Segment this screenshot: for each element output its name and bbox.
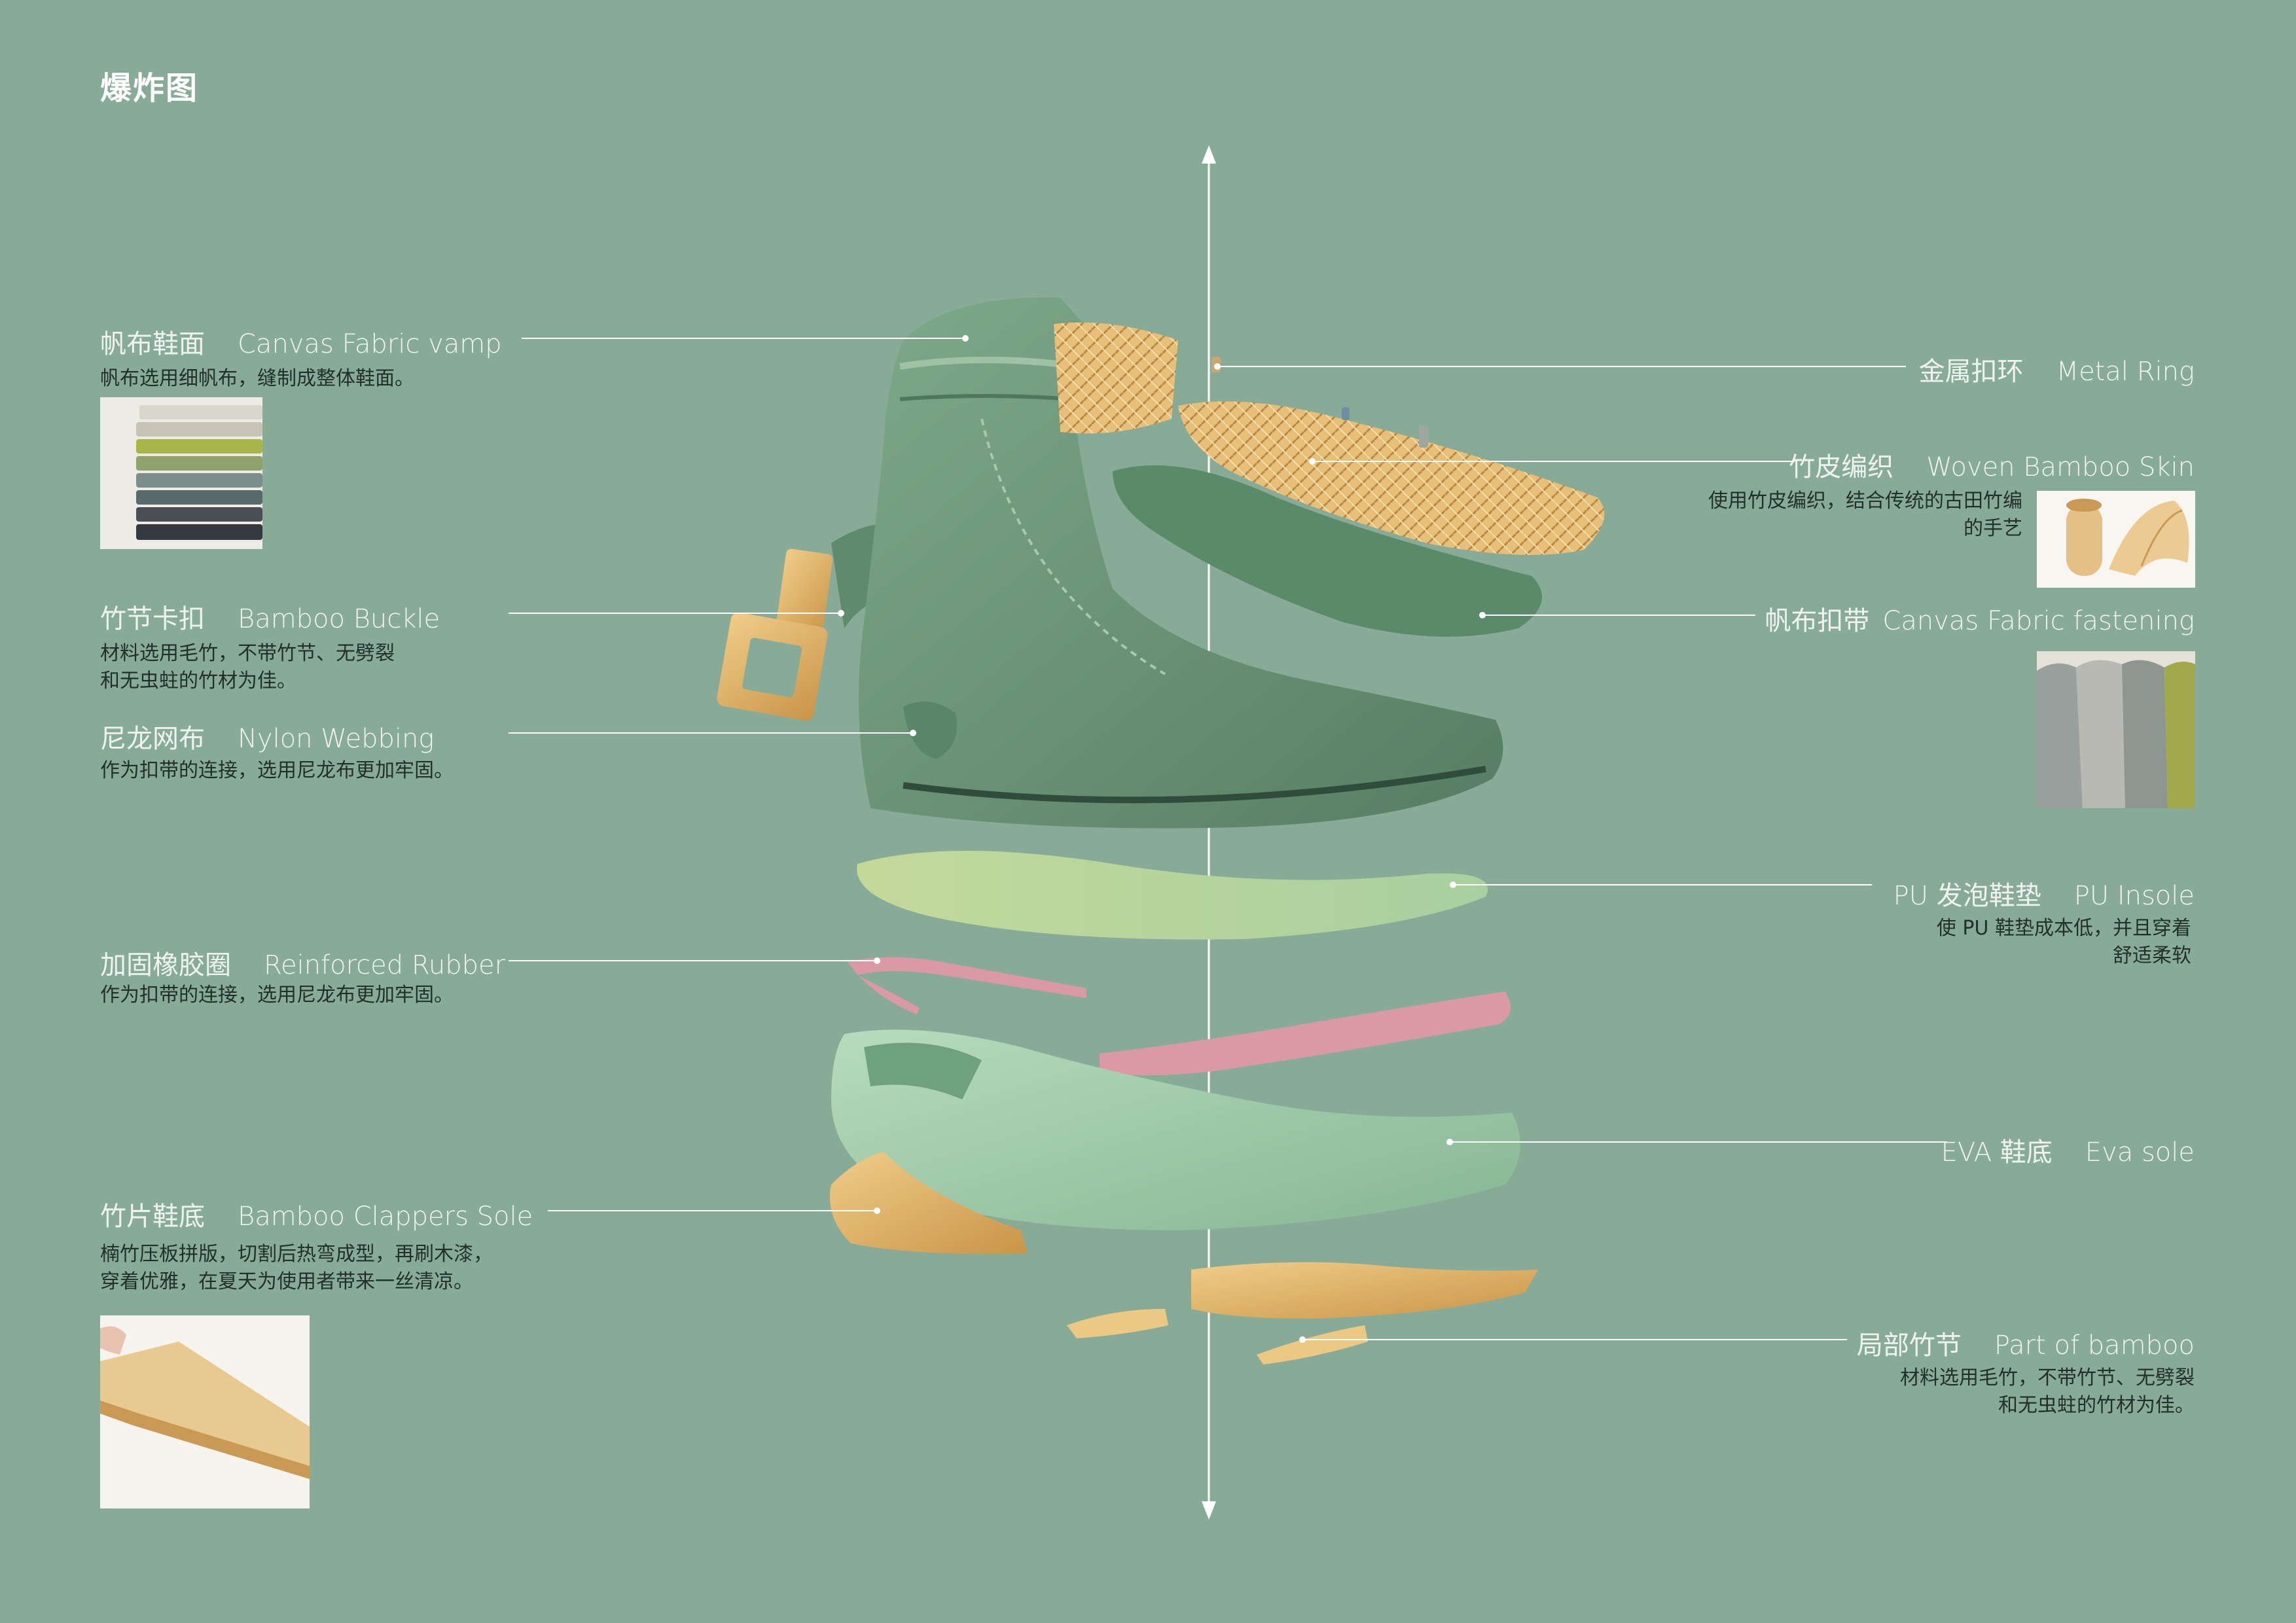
label-en: Canvas Fabric vamp — [238, 329, 502, 359]
eva-sole-heel-cup — [864, 1043, 982, 1099]
page-title: 爆炸图 — [100, 70, 199, 107]
label-cn: 帆布鞋面 — [100, 329, 205, 359]
label-nylon-webbing: 尼龙网布 Nylon Webbing — [100, 717, 434, 755]
desc-woven-bamboo-skin: 使用竹皮编织，结合传统的古田竹编 的手艺 — [1708, 488, 2022, 543]
label-eva-sole: EVA 鞋底 Eva sole — [1941, 1131, 2195, 1169]
canvas-fabric-swatch-photo — [2037, 651, 2195, 808]
desc-bamboo-clappers-sole: 楠竹压板拼版，切割后热弯成型，再刷木漆， 穿着优雅，在夏天为使用者带来一丝清凉。 — [100, 1241, 493, 1296]
desc-part-of-bamboo: 材料选用毛竹，不带竹节、无劈裂 和无虫蛀的竹材为佳。 — [1900, 1364, 2195, 1419]
desc-line: 和无虫蛀的竹材为佳。 — [100, 669, 296, 692]
desc-canvas-fabric-vamp: 帆布选用细帆布，缝制成整体鞋面。 — [100, 365, 414, 393]
fabric-stack-photo — [100, 397, 262, 549]
bamboo-clappers-sole-part — [830, 1152, 1538, 1319]
desc-nylon-webbing: 作为扣带的连接，选用尼龙布更加牢固。 — [100, 757, 454, 785]
label-cn: 局部竹节 — [1856, 1330, 1962, 1361]
label-en: Bamboo Buckle — [238, 604, 440, 634]
eva-sole-part — [831, 1029, 1520, 1230]
label-metal-ring: 金属扣环 Metal Ring — [1919, 350, 2195, 388]
label-en: Nylon Webbing — [238, 724, 435, 754]
nylon-webbing-loop — [903, 702, 957, 759]
label-bamboo-buckle: 竹节卡扣 Bamboo Buckle — [100, 597, 440, 635]
label-part-of-bamboo: 局部竹节 Part of bamboo — [1857, 1324, 2195, 1362]
part-of-bamboo-part — [1067, 1309, 1368, 1364]
label-cn: 金属扣环 — [1918, 357, 2024, 387]
desc-line: 舒适柔软 — [2113, 944, 2191, 967]
arrow-down-icon — [1202, 1501, 1216, 1520]
desc-line: 作为扣带的连接，选用尼龙布更加牢固。 — [100, 984, 454, 1007]
bamboo-roll-photo — [2037, 491, 2195, 588]
label-cn: PU 发泡鞋垫 — [1893, 881, 2041, 911]
desc-line: 和无虫蛀的竹材为佳。 — [1998, 1394, 2195, 1417]
vertical-axis — [1202, 145, 1216, 1520]
bamboo-board-photo — [100, 1315, 310, 1508]
canvas-vamp-part — [859, 297, 1503, 829]
reinforced-rubber-part — [848, 957, 1511, 1076]
desc-line: 作为扣带的连接，选用尼龙布更加牢固。 — [100, 759, 454, 782]
label-cn: 竹皮编织 — [1789, 452, 1894, 482]
label-canvas-fabric-vamp: 帆布鞋面 Canvas Fabric vamp — [100, 323, 502, 361]
label-en: Eva sole — [2085, 1137, 2195, 1168]
bamboo-buckle-part — [717, 548, 833, 721]
desc-pu-insole: 使 PU 鞋垫成本低，并且穿着 舒适柔软 — [1937, 915, 2191, 970]
leader-lines — [509, 335, 1947, 1343]
desc-line: 楠竹压板拼版，切割后热弯成型，再刷木漆， — [100, 1243, 493, 1266]
label-canvas-fabric-fastening: 帆布扣带 Canvas Fabric fastening — [1765, 599, 2195, 637]
canvas-fastening-strap-part — [1113, 465, 1542, 637]
label-en: Reinforced Rubber — [264, 950, 506, 980]
label-cn: 竹节卡扣 — [100, 604, 205, 634]
desc-line: 帆布选用细帆布，缝制成整体鞋面。 — [100, 367, 414, 390]
desc-reinforced-rubber: 作为扣带的连接，选用尼龙布更加牢固。 — [100, 982, 454, 1009]
label-cn: 竹片鞋底 — [100, 1202, 205, 1232]
desc-line: 使用竹皮编织，结合传统的古田竹编 — [1708, 490, 2022, 512]
label-en: Metal Ring — [2056, 357, 2195, 387]
desc-line: 穿着优雅，在夏天为使用者带来一丝清凉。 — [100, 1270, 473, 1293]
label-cn: 加固橡胶圈 — [100, 950, 231, 980]
label-en: Woven Bamboo Skin — [1926, 452, 2195, 482]
label-bamboo-clappers-sole: 竹片鞋底 Bamboo Clappers Sole — [100, 1195, 533, 1233]
label-en: Canvas Fabric fastening — [1882, 606, 2195, 636]
label-cn: EVA 鞋底 — [1941, 1137, 2053, 1168]
desc-bamboo-buckle: 材料选用毛竹，不带竹节、无劈裂 和无虫蛀的竹材为佳。 — [100, 640, 395, 695]
label-en: PU Insole — [2073, 881, 2195, 911]
label-cn: 帆布扣带 — [1765, 606, 1870, 636]
label-en: Bamboo Clappers Sole — [238, 1202, 533, 1232]
label-cn: 尼龙网布 — [100, 724, 205, 754]
label-reinforced-rubber: 加固橡胶圈 Reinforced Rubber — [100, 944, 505, 982]
label-en: Part of bamboo — [1994, 1330, 2195, 1361]
desc-line: 材料选用毛竹，不带竹节、无劈裂 — [100, 642, 395, 665]
desc-line: 材料选用毛竹，不带竹节、无劈裂 — [1900, 1366, 2195, 1389]
label-woven-bamboo-skin: 竹皮编织 Woven Bamboo Skin — [1789, 446, 2195, 484]
arrow-up-icon — [1202, 145, 1216, 164]
pu-insole-part — [857, 851, 1488, 940]
desc-line: 的手艺 — [1964, 517, 2022, 540]
label-pu-insole: PU 发泡鞋垫 PU Insole — [1893, 874, 2195, 912]
woven-bamboo-skin-part — [1054, 322, 1605, 555]
desc-line: 使 PU 鞋垫成本低，并且穿着 — [1936, 917, 2191, 940]
